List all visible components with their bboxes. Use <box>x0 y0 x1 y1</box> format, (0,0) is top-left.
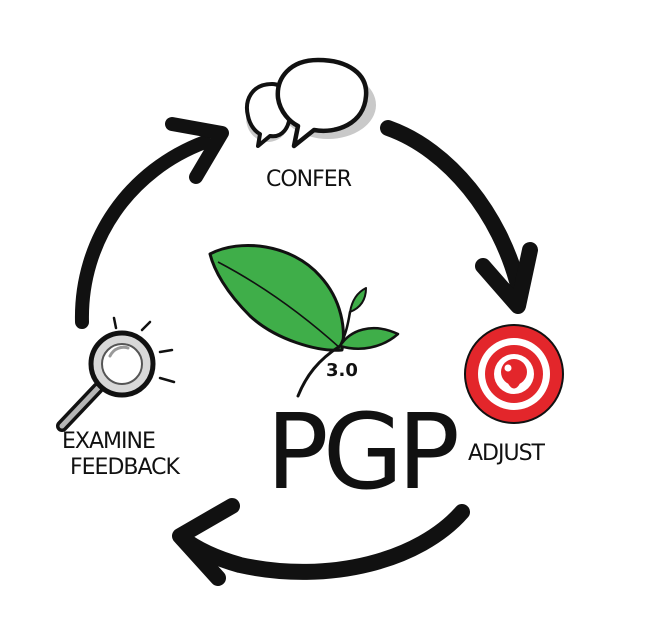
arrow-adjust-to-examine <box>172 498 470 586</box>
confer-label: CONFER <box>266 167 352 192</box>
speech-bubbles-icon <box>245 57 376 149</box>
magnifying-glass-icon <box>56 316 176 432</box>
target-icon <box>464 324 564 424</box>
arrow-examine-to-confer <box>74 117 229 329</box>
examine-label-line1: EXAMINE <box>62 429 155 454</box>
sprout-icon <box>208 243 400 398</box>
examine-label-line2: FEEDBACK <box>70 455 181 480</box>
version-label: 3.0 <box>326 360 358 381</box>
adjust-label: ADJUST <box>468 441 546 466</box>
arrow-confer-to-adjust <box>380 120 538 314</box>
pgp-title: PGP <box>266 391 457 513</box>
